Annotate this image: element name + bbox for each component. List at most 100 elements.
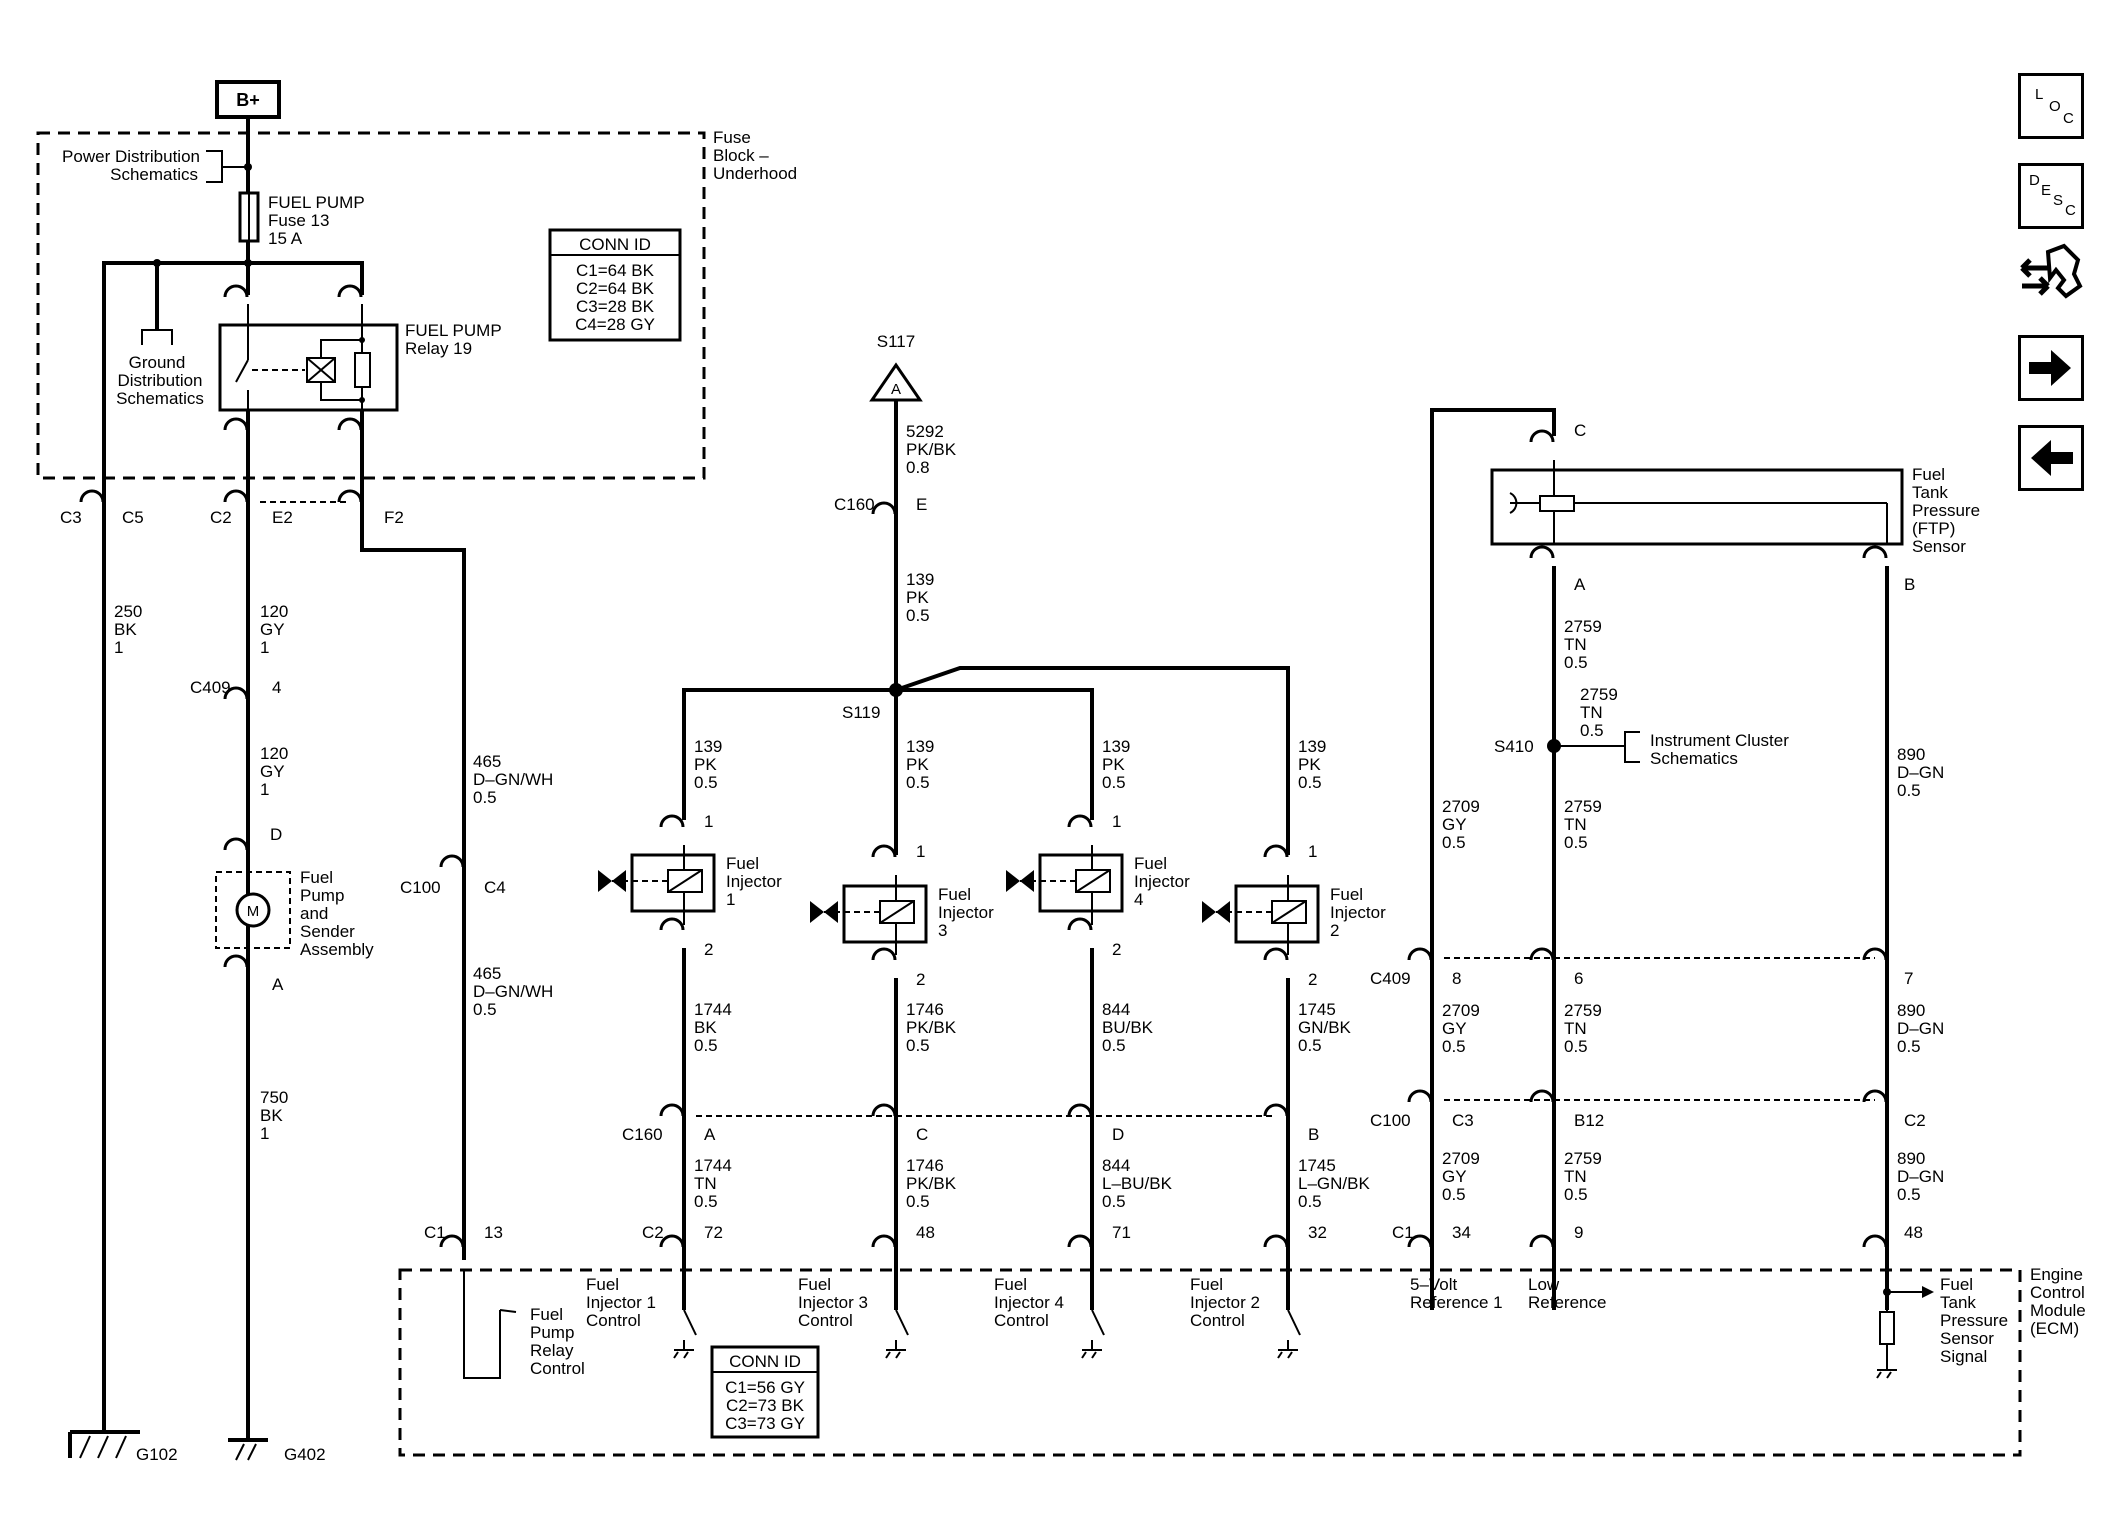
svg-text:L–GN/BK: L–GN/BK [1298, 1174, 1370, 1193]
svg-text:Control: Control [994, 1311, 1049, 1330]
svg-text:0.5: 0.5 [1298, 1036, 1322, 1055]
svg-text:1: 1 [726, 890, 735, 909]
svg-text:0.5: 0.5 [1102, 773, 1126, 792]
svg-text:250: 250 [114, 602, 142, 621]
loc-letter-o: O [2049, 98, 2061, 115]
wire-2759d-label: 2759 TN 0.5 [1564, 1001, 1602, 1056]
next-page-button[interactable] [2018, 335, 2084, 401]
svg-text:Pump: Pump [300, 886, 344, 905]
svg-text:5292: 5292 [906, 422, 944, 441]
svg-text:Assembly: Assembly [300, 940, 374, 959]
svg-text:Underhood: Underhood [713, 164, 797, 183]
svg-text:FUEL PUMP: FUEL PUMP [268, 193, 365, 212]
fuse-bus-wire [102, 261, 364, 478]
svg-text:3: 3 [938, 921, 947, 940]
svg-text:Fuel: Fuel [530, 1305, 563, 1324]
svg-text:Injector: Injector [1330, 903, 1386, 922]
svg-text:2759: 2759 [1580, 685, 1618, 704]
svg-text:C: C [916, 1125, 928, 1144]
svg-text:0.5: 0.5 [1897, 1037, 1921, 1056]
svg-text:Control: Control [1190, 1311, 1245, 1330]
svg-text:BK: BK [694, 1018, 717, 1037]
wire-1746a-label: 1746 PK/BK 0.5 [906, 1000, 957, 1055]
wire-890c-label: 890 D–GN 0.5 [1897, 1149, 1944, 1204]
svg-text:Fuel: Fuel [1330, 885, 1363, 904]
ecm-injector4-control: Fuel Injector 4 Control [994, 1275, 1105, 1359]
wire-2709 [1430, 408, 1556, 935]
conn-c100-right: C100 [1370, 1111, 1411, 1130]
svg-text:PK/BK: PK/BK [906, 1174, 957, 1193]
power-distribution-ref: Power Distribution Schematics [62, 147, 252, 184]
wire-250-label: 250 BK 1 [114, 602, 142, 657]
svg-text:Schematics: Schematics [116, 389, 204, 408]
motor-symbol: M [247, 903, 260, 920]
svg-text:Tank: Tank [1912, 483, 1948, 502]
wire-139-inj2 [895, 666, 1290, 855]
svg-text:and: and [300, 904, 328, 923]
svg-text:Injector 1: Injector 1 [586, 1293, 656, 1312]
svg-text:0.5: 0.5 [1442, 1185, 1466, 1204]
svg-text:Control: Control [586, 1311, 641, 1330]
wire-139-label: 139 PK 0.5 [906, 570, 934, 625]
svg-text:C2=73 BK: C2=73 BK [726, 1396, 805, 1415]
svg-text:1746: 1746 [906, 1000, 944, 1019]
fuel-injector-1: 1 Fuel Injector 1 2 [598, 812, 782, 959]
svg-text:120: 120 [260, 602, 288, 621]
svg-text:139: 139 [694, 737, 722, 756]
svg-text:1746: 1746 [906, 1156, 944, 1175]
ecm-relay-control: Fuel Pump Relay Control [463, 1270, 585, 1379]
svg-text:750: 750 [260, 1088, 288, 1107]
svg-text:C3: C3 [1452, 1111, 1474, 1130]
conn-c1-right: C1 [1392, 1223, 1414, 1242]
ecm-low-reference: Low Reference [1528, 1275, 1606, 1312]
connector-tools-icon[interactable] [2018, 240, 2084, 310]
svg-text:2709: 2709 [1442, 1149, 1480, 1168]
wire-139-inj1-label: 139 PK 0.5 [694, 737, 722, 792]
ecm-injector3-control: Fuel Injector 3 Control [798, 1275, 909, 1359]
svg-text:Fuel: Fuel [798, 1275, 831, 1294]
svg-text:Fuel: Fuel [938, 885, 971, 904]
svg-text:D–GN: D–GN [1897, 1019, 1944, 1038]
svg-text:C4: C4 [484, 878, 506, 897]
svg-text:Pressure: Pressure [1940, 1311, 2008, 1330]
svg-text:2759: 2759 [1564, 617, 1602, 636]
svg-text:0.5: 0.5 [1564, 1185, 1588, 1204]
svg-text:9: 9 [1574, 1223, 1583, 1242]
previous-page-button[interactable] [2018, 425, 2084, 491]
svg-text:13: 13 [484, 1223, 503, 1242]
svg-text:GY: GY [1442, 815, 1467, 834]
fuel-injector-3: 1 Fuel Injector 3 2 [810, 842, 994, 989]
svg-text:TN: TN [1564, 1019, 1587, 1038]
wire-2709c-label: 2709 GY 0.5 [1442, 1149, 1480, 1204]
wire-139-inj4-label: 139 PK 0.5 [1102, 737, 1130, 792]
wire-1744b-label: 1744 TN 0.5 [694, 1156, 732, 1211]
svg-text:D: D [1112, 1125, 1124, 1144]
location-button[interactable]: L O C [2018, 73, 2084, 139]
svg-text:B: B [1308, 1125, 1319, 1144]
svg-text:2: 2 [1308, 970, 1317, 989]
svg-text:2759: 2759 [1564, 1149, 1602, 1168]
svg-text:32: 32 [1308, 1223, 1327, 1242]
svg-text:4: 4 [272, 678, 281, 697]
svg-text:Relay: Relay [530, 1341, 574, 1360]
svg-text:C: C [1574, 421, 1586, 440]
wire-844b-label: 844 L–BU/BK 0.5 [1102, 1156, 1173, 1211]
description-button[interactable]: D E S C [2018, 163, 2084, 229]
svg-text:34: 34 [1452, 1223, 1471, 1242]
svg-text:1744: 1744 [694, 1000, 732, 1019]
svg-text:TN: TN [1580, 703, 1603, 722]
svg-text:PK: PK [694, 755, 717, 774]
wire-2759e-label: 2759 TN 0.5 [1564, 1149, 1602, 1204]
svg-text:PK/BK: PK/BK [906, 1018, 957, 1037]
svg-text:1: 1 [260, 1124, 269, 1143]
wire-2759b-label: 2759 TN 0.5 [1580, 685, 1618, 740]
svg-text:G102: G102 [136, 1445, 178, 1464]
svg-text:2: 2 [1330, 921, 1339, 940]
svg-text:C2: C2 [1904, 1111, 1926, 1130]
svg-text:1: 1 [260, 780, 269, 799]
svg-text:139: 139 [1298, 737, 1326, 756]
svg-text:PK: PK [906, 755, 929, 774]
ground-g102: G102 [68, 1430, 178, 1464]
svg-text:1744: 1744 [694, 1156, 732, 1175]
svg-text:0.5: 0.5 [1897, 1185, 1921, 1204]
